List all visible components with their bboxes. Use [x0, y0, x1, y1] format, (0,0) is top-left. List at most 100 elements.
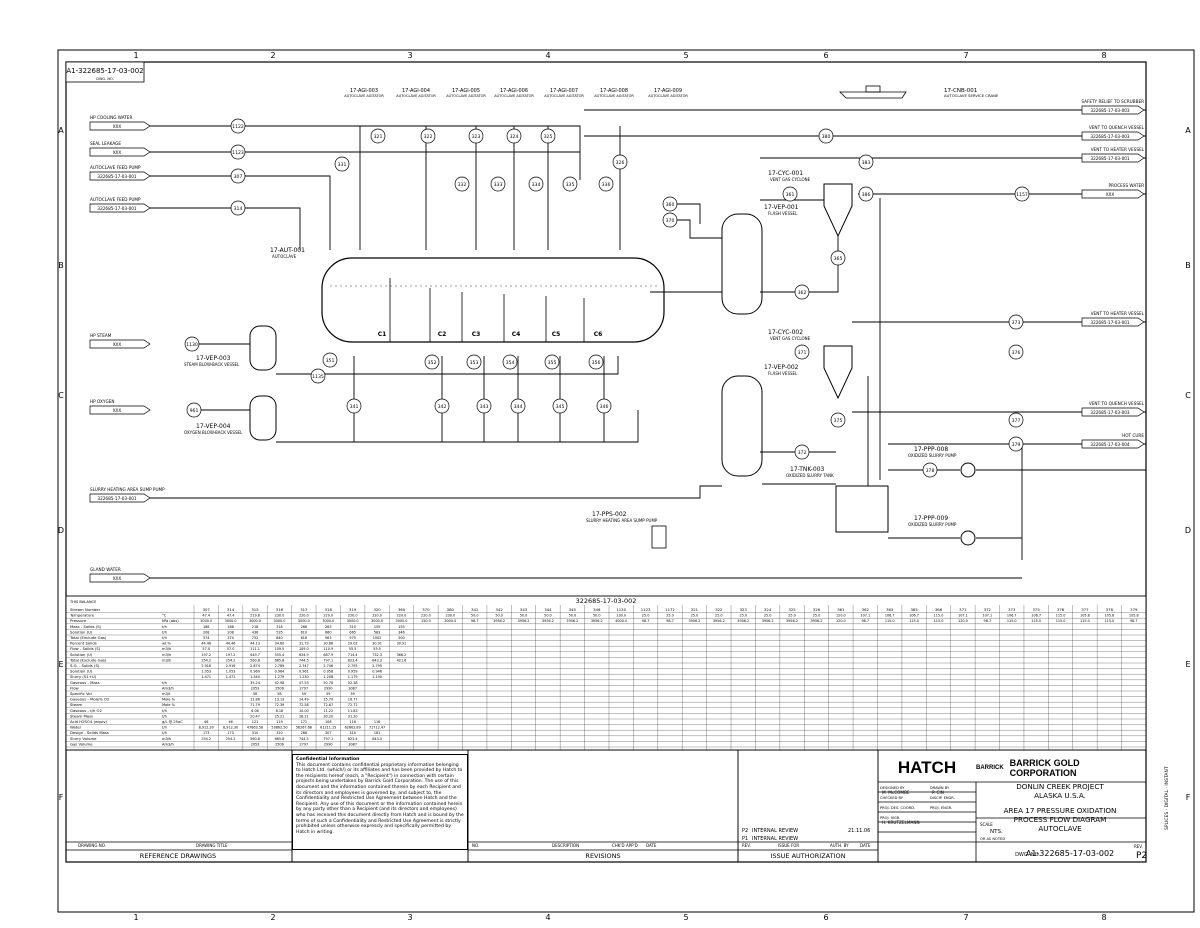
table-cell: 3000.0 — [322, 619, 334, 623]
stream-bubble-331: 331 — [334, 156, 350, 172]
table-cell: 47.4 — [227, 614, 235, 618]
pump2-tag: 17-PPP-009 — [914, 515, 948, 522]
grid-row-F: F — [59, 793, 64, 802]
table-cell: 115.0 — [909, 619, 919, 623]
inlet-4-ref: XXX — [113, 342, 122, 347]
oxygen-blowback-vessel: 17-VEP-004 OXYGEN BLOW-BACK VESSEL — [184, 395, 277, 441]
table-row-label-14: Flow — [70, 685, 79, 690]
table-col-345: 345 — [569, 607, 577, 612]
table-cell: 25.21 — [275, 714, 285, 718]
table-cell: 188 — [203, 625, 209, 629]
rev-col-appd: APP'D — [626, 843, 638, 848]
table-row-unit-9: m3/h — [162, 658, 171, 662]
table-row-label-5: Total (Exclude Gas) — [69, 635, 107, 640]
table-col-375: 375 — [1033, 607, 1041, 612]
table-cell: 197.2 — [226, 653, 236, 657]
inlet-3-ref: 322685-17-03-001 — [97, 206, 137, 211]
stream-bubble-333: 333 — [490, 176, 506, 192]
table-cell: 10.00 — [299, 709, 309, 713]
stream-number: 307 — [234, 174, 243, 180]
table-col-322: 322 — [715, 607, 723, 612]
flash2-desc: FLASH VESSEL — [768, 371, 798, 376]
inlet-7-ref: XXX — [113, 576, 122, 581]
table-cell: 843.3 — [372, 737, 382, 741]
table-col-365: 365 — [910, 607, 918, 612]
grid-col-6: 6 — [823, 51, 828, 60]
inlet-6-label: SLURRY HEATING AREA SUMP PUMP — [90, 487, 165, 492]
grid-col-5: 5 — [683, 51, 688, 60]
table-col-325: 325 — [788, 607, 796, 612]
rev-col-chk: CHK'D — [612, 843, 625, 848]
table-col-363: 363 — [886, 607, 894, 612]
stream-number: 379 — [1012, 442, 1021, 448]
table-cell: 230.0 — [275, 614, 285, 618]
table-cell: 31.20 — [348, 714, 358, 718]
autoclave-vessel: 17-AUT-001 AUTOCLAVE — [270, 247, 665, 343]
stream-bubble-325: 325 — [540, 128, 556, 144]
issue-footer: ISSUE AUTHORIZATION — [771, 852, 846, 860]
grid-col-3: 3 — [407, 51, 412, 60]
table-row-label-0: Stream Number — [70, 607, 101, 612]
table-col-318: 318 — [325, 607, 333, 612]
table-cell: 30.91 — [397, 642, 407, 646]
table-cell: 220.0 — [372, 614, 382, 618]
table-row-label-9: Total (Exclude Gas) — [69, 657, 107, 662]
table-cell: 2797 — [300, 742, 309, 746]
table-cell: 105.8 — [1129, 614, 1139, 618]
stream-number: 336 — [602, 182, 611, 188]
stream-number: 1130 — [186, 342, 198, 348]
table-cell: 16.77 — [348, 698, 358, 702]
table-cell: 3956.2 — [542, 619, 554, 623]
project-title-block: DONLIN CREEK PROJECT ALASKA U.S.A. AREA … — [976, 782, 1144, 833]
side-note: SPLICES · DIGITAL · INSTANT — [1164, 766, 1170, 830]
sig-name2-0: P. CIN — [932, 790, 944, 795]
table-cell: 3956.2 — [737, 619, 749, 623]
confidential-heading: Confidential Information — [296, 757, 360, 762]
stream-number: 370 — [666, 218, 675, 224]
stream-bubble-375: 375 — [830, 412, 846, 428]
grid-col-8: 8 — [1101, 51, 1106, 60]
sump-desc: SLURRY HEATING AREA SUMP PUMP — [586, 518, 658, 523]
table-cell: 98.7 — [984, 619, 992, 623]
table-col-1172: 1172 — [665, 607, 675, 612]
inlet-6: SLURRY HEATING AREA SUMP PUMP322685-17-0… — [89, 487, 165, 503]
stream-number: 325 — [544, 134, 553, 140]
table-cell: 1.179 — [348, 675, 358, 679]
stream-number: 383 — [862, 160, 871, 166]
table-col-373: 373 — [1008, 607, 1016, 612]
stream-bubble-341: 341 — [346, 398, 362, 414]
table-cell: 4000.0 — [615, 619, 627, 623]
table-cell: 752 — [252, 636, 258, 640]
grid-row-C: C — [58, 391, 64, 400]
table-cell: 25.0 — [715, 614, 723, 618]
stream-number: 361 — [786, 192, 795, 198]
dwg-no-bottom-label: DWG. NO. — [1015, 852, 1040, 858]
table-cell: 714.4 — [348, 653, 358, 657]
stream-bubble-323: 323 — [468, 128, 484, 144]
table-cell: 266 — [301, 625, 307, 629]
outlet-1-label: VENT TO QUENCH VESSEL — [1089, 125, 1145, 130]
grid-row-A: A — [58, 126, 64, 135]
pump2-desc: OXIDIZED SLURRY PUMP — [908, 522, 957, 527]
grid-col-bottom-1: 1 — [133, 913, 138, 922]
grid-col-bottom-5: 5 — [683, 913, 688, 922]
table-cell: 106.7 — [1031, 614, 1041, 618]
table-row-unit-16: Mole % — [162, 698, 176, 702]
table-cell: 665 — [349, 630, 355, 634]
table-cell: 47.4 — [202, 614, 210, 618]
table-cell: 52.38 — [348, 681, 358, 685]
outlet-6-ref: 322685-17-03-004 — [1090, 442, 1130, 447]
compartment-C5: C5 — [552, 331, 561, 338]
ref-col-no: DRAWING NO. — [78, 843, 106, 848]
table-row-unit-14: Am3/h — [162, 686, 174, 690]
steam-blowback-vessel: 17-VEP-003 STEAM BLOW-BACK VESSEL — [184, 325, 277, 371]
stream-bubble-336: 336 — [598, 176, 614, 192]
table-cell: 744.5 — [299, 658, 309, 662]
stream-number: 334 — [532, 182, 541, 188]
table-cell: 115.0 — [1105, 619, 1115, 623]
